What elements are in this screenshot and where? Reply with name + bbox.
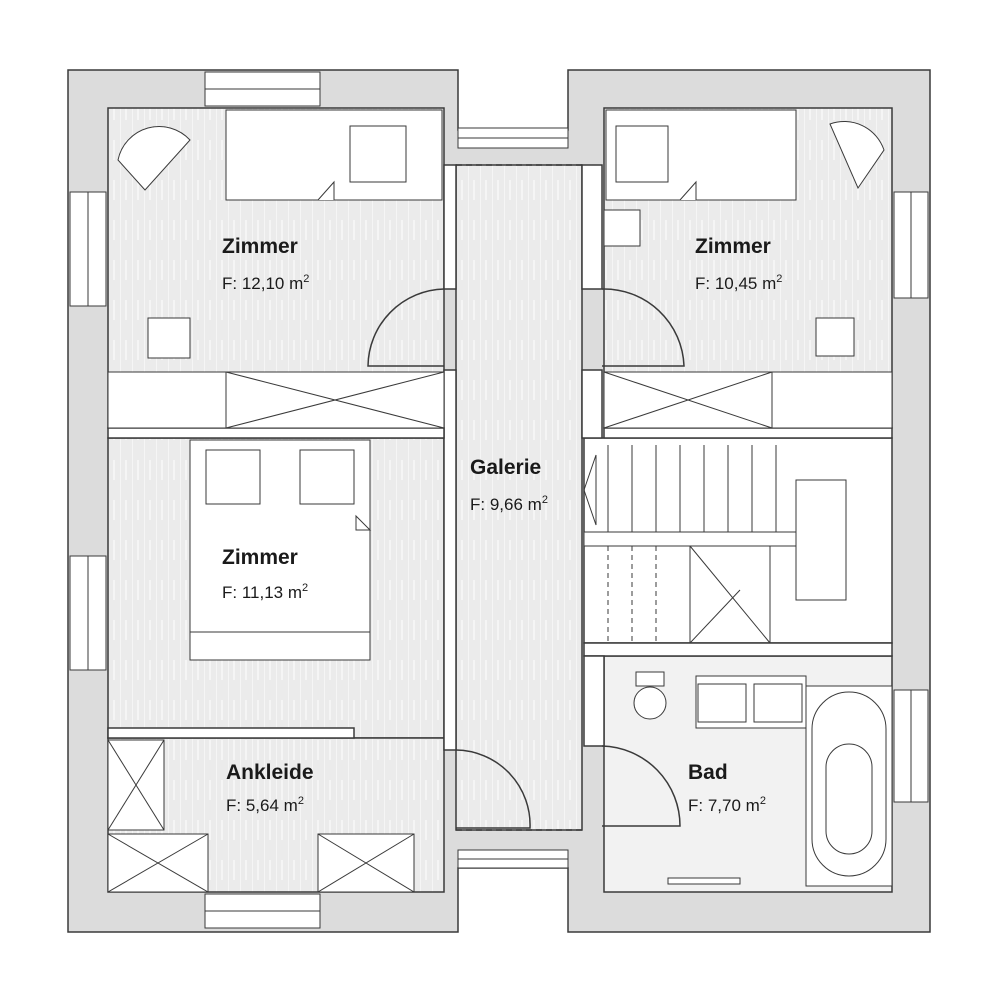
room-name-zimmer-ne: Zimmer (695, 235, 771, 258)
doors (367, 164, 685, 831)
room-area-bad: F: 7,70 m2 (688, 795, 766, 815)
room-area-zimmer-ne: F: 10,45 m2 (695, 273, 782, 293)
wardrobes (107, 371, 893, 893)
room-area-galerie: F: 9,66 m2 (470, 494, 548, 514)
armchair-nw (117, 125, 191, 191)
furniture (117, 109, 885, 661)
floor-drain (667, 877, 741, 885)
armchair-ne (829, 121, 885, 190)
room-name-zimmer-sw: Zimmer (222, 546, 298, 569)
room-floor-galerie (455, 164, 583, 831)
interior-walls (107, 164, 893, 751)
room-area-zimmer-nw: F: 12,10 m2 (222, 273, 309, 293)
windows (69, 71, 929, 929)
bathroom-fixtures (633, 671, 893, 887)
room-name-zimmer-nw: Zimmer (222, 235, 298, 258)
room-name-galerie: Galerie (470, 456, 541, 479)
stool-ne (815, 317, 855, 357)
room-name-ankleide: Ankleide (226, 761, 314, 784)
room-labels: Zimmer F: 12,10 m2 Zimmer F: 10,45 m2 Ga… (222, 235, 782, 815)
room-name-bad: Bad (688, 761, 728, 784)
stool-nw (147, 317, 191, 359)
toilet (633, 686, 667, 720)
staircase (583, 445, 847, 644)
room-area-zimmer-sw: F: 11,13 m2 (222, 582, 308, 602)
room-area-ankleide: F: 5,64 m2 (226, 795, 304, 815)
